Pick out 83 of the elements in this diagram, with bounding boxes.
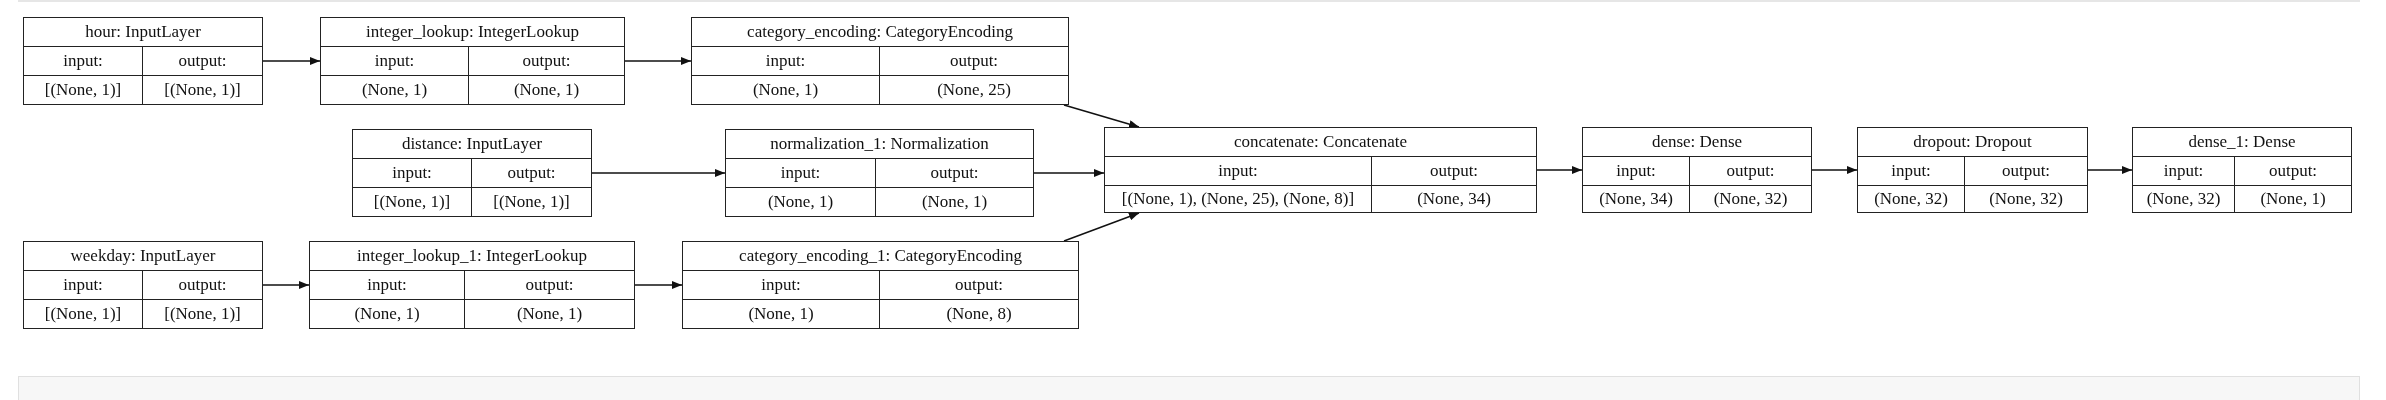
shape-value: (None, 1) [683,300,880,328]
layer-table [309,241,635,329]
column-header: output: [880,47,1068,76]
layer-table [320,17,625,105]
column-header: input: [353,159,472,188]
arrow [262,281,310,289]
shape-value: (None, 32) [1988,188,2064,210]
column-header: output: [2235,157,2351,186]
column-header: output: [143,271,262,300]
arrow [591,169,726,177]
column-header: input: [1583,157,1690,186]
layer-title: weekday: InputLayer [24,242,262,271]
column-header: input: [24,271,143,300]
arrow [1063,212,1140,242]
column-header: output: [880,271,1078,300]
column-header: output: [465,271,634,300]
shape-value: [(None, 1)] [163,79,242,101]
layer-table [23,241,263,329]
arrow [634,281,683,289]
layer-table [725,129,1034,217]
shape-value: (None, 34) [1583,186,1690,212]
column-header: output: [1965,157,2087,186]
layer-title: integer_lookup_1: IntegerLookup [310,242,634,271]
layer-title: dense_1: Dense [2133,128,2351,157]
shape-value: (None, 1) [692,76,880,104]
layer-title: category_encoding: CategoryEncoding [692,18,1068,47]
column-header: input: [1858,157,1965,186]
layer-table [691,17,1069,105]
column-header: output: [143,47,262,76]
layer-table [1582,127,1812,213]
shape-value: (None, 1) [2259,188,2327,210]
shape-value: (None, 32) [1712,188,1789,210]
shape-value: (None, 32) [1858,186,1965,212]
shape-value: [(None, 1)] [24,76,143,104]
layer-table [1104,127,1537,213]
shape-value: (None, 8) [945,303,1013,325]
arrow [1536,166,1583,174]
column-header: input: [2133,157,2235,186]
shape-value: (None, 1) [321,76,469,104]
column-header: output: [472,159,591,188]
column-header: output: [1690,157,1811,186]
column-header: input: [692,47,880,76]
shape-value: (None, 25) [936,79,1012,101]
shape-value: (None, 1) [515,303,584,325]
layer-title: hour: InputLayer [24,18,262,47]
shape-value: [(None, 1)] [492,191,571,213]
column-header: input: [683,271,880,300]
column-header: input: [726,159,876,188]
arrow [1811,166,1858,174]
shape-value: (None, 1) [310,300,465,328]
arrow [1033,169,1105,177]
layer-table [23,17,263,105]
layer-table [352,129,592,217]
column-header: input: [24,47,143,76]
shape-value: [(None, 1)] [163,303,242,325]
column-header: input: [1105,157,1372,186]
shape-value: (None, 34) [1416,188,1492,210]
shape-value: (None, 1) [726,188,876,216]
column-header: input: [310,271,465,300]
column-header: output: [1372,157,1536,186]
shape-value: (None, 1) [920,191,989,213]
column-header: input: [321,47,469,76]
shape-value: (None, 32) [2133,186,2235,212]
layer-title: dense: Dense [1583,128,1811,157]
layer-title: category_encoding_1: CategoryEncoding [683,242,1078,271]
layer-title: concatenate: Concatenate [1105,128,1536,157]
arrow [624,57,692,65]
layer-table [2132,127,2352,213]
shape-value: (None, 1) [512,79,581,101]
layer-table [682,241,1079,329]
layer-title: dropout: Dropout [1858,128,2087,157]
arrow [262,57,321,65]
shape-value: [(None, 1), (None, 25), (None, 8)] [1105,186,1372,212]
column-header: output: [876,159,1033,188]
shape-value: [(None, 1)] [24,300,143,328]
layer-title: normalization_1: Normalization [726,130,1033,159]
arrow [2087,166,2133,174]
layer-title: distance: InputLayer [353,130,591,159]
arrow [1063,104,1140,128]
shape-value: [(None, 1)] [353,188,472,216]
column-header: output: [469,47,624,76]
layer-table [1857,127,2088,213]
layer-title: integer_lookup: IntegerLookup [321,18,624,47]
